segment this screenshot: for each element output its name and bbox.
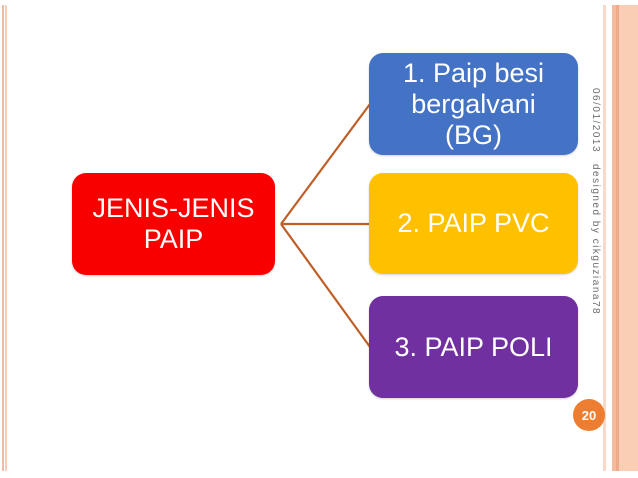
- diagram-item-label: 2. PAIP PVC: [397, 208, 550, 238]
- left-pinstripe-outer: [2, 5, 4, 471]
- diagram-item-label: 3. PAIP POLI: [394, 331, 553, 362]
- diagram-root-label: JENIS-JENIS PAIP: [92, 193, 255, 254]
- right-stripe-band: [603, 5, 638, 471]
- diagram-item-label: 1. Paip besi bergalvani (BG): [402, 57, 545, 150]
- diagram-item-box-2: 2. PAIP PVC: [369, 173, 578, 274]
- slide-credit-text: designed by cikguziana78: [590, 164, 601, 316]
- left-pinstripe-inner: [5, 5, 7, 471]
- diagram-item-box-3: 3. PAIP POLI: [369, 296, 578, 398]
- right-stripe-thin: [603, 5, 606, 471]
- right-stripe-fill: [619, 5, 638, 471]
- right-stripe-dark: [616, 5, 619, 471]
- diagram-root-box: JENIS-JENIS PAIP: [72, 173, 275, 275]
- page-number-label: 20: [581, 407, 597, 423]
- connector-root-to-item-1: [280, 103, 371, 225]
- page-number-badge: 20: [573, 399, 605, 431]
- right-stripe-mid: [612, 5, 616, 471]
- connector-root-to-item-3: [280, 223, 371, 348]
- slide-date-text: 06/01/2013: [590, 88, 601, 154]
- diagram-item-box-1: 1. Paip besi bergalvani (BG): [369, 53, 578, 155]
